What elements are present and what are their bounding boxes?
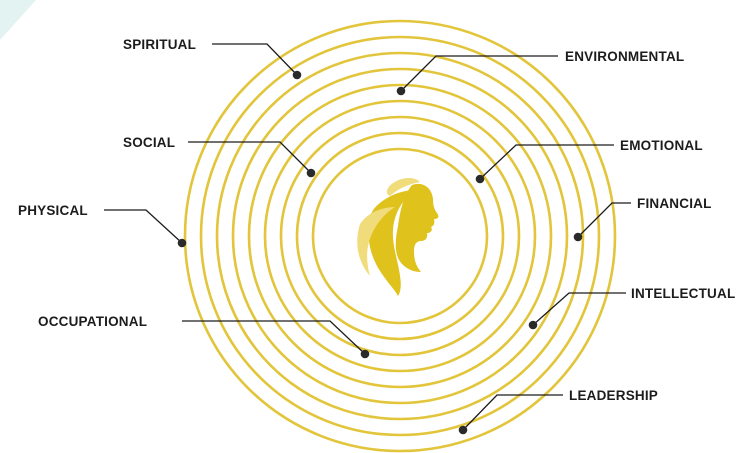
- financial-label: FINANCIAL: [637, 196, 712, 211]
- leader-lines: [104, 43, 631, 431]
- ring-6: [231, 67, 569, 405]
- intellectual-marker-dot: [528, 320, 538, 330]
- ring-4: [263, 99, 537, 373]
- hair-strand-shape: [386, 177, 420, 196]
- woman-head-silhouette-icon: [357, 177, 439, 296]
- social-label: SOCIAL: [123, 135, 175, 150]
- environmental-leader-line: [400, 55, 558, 92]
- occupational-marker-dot: [360, 349, 370, 359]
- spiritual-marker-dot: [292, 70, 302, 80]
- physical-marker-dot: [177, 238, 187, 248]
- leadership-label: LEADERSHIP: [569, 388, 658, 403]
- spiritual-label: SPIRITUAL: [123, 37, 196, 52]
- emotional-label: EMOTIONAL: [620, 138, 703, 153]
- face-profile-shape: [395, 183, 439, 272]
- ring-1: [311, 147, 489, 325]
- intellectual-leader-line: [532, 292, 626, 326]
- ring-5: [247, 83, 553, 389]
- ring-2: [295, 131, 505, 341]
- physical-label: PHYSICAL: [18, 203, 88, 218]
- leadership-leader-line: [462, 394, 563, 431]
- occupational-label: OCCUPATIONAL: [38, 314, 147, 329]
- ring-7: [215, 51, 585, 421]
- occupational-leader-line: [182, 320, 366, 355]
- ring-8: [199, 35, 601, 437]
- physical-leader-line: [104, 209, 183, 244]
- emotional-leader-line: [479, 144, 614, 180]
- dimension-labels: SPIRITUAL ENVIRONMENTAL SOCIAL EMOTIONAL PHY…: [18, 37, 735, 403]
- financial-marker-dot: [573, 232, 583, 242]
- concentric-rings: [183, 19, 617, 453]
- environmental-marker-dot: [396, 86, 406, 96]
- social-leader-line: [188, 141, 312, 174]
- marker-dots: [177, 70, 583, 435]
- ring-9: [183, 19, 617, 453]
- ring-3: [279, 115, 521, 357]
- environmental-label: ENVIRONMENTAL: [565, 49, 684, 64]
- hair-strand-shape: [357, 207, 395, 276]
- spiritual-leader-line: [212, 43, 298, 76]
- financial-leader-line: [577, 202, 631, 238]
- corner-accent: [0, 0, 36, 40]
- leadership-marker-dot: [458, 425, 468, 435]
- emotional-marker-dot: [475, 174, 485, 184]
- intellectual-label: INTELLECTUAL: [631, 286, 735, 301]
- social-marker-dot: [306, 168, 316, 178]
